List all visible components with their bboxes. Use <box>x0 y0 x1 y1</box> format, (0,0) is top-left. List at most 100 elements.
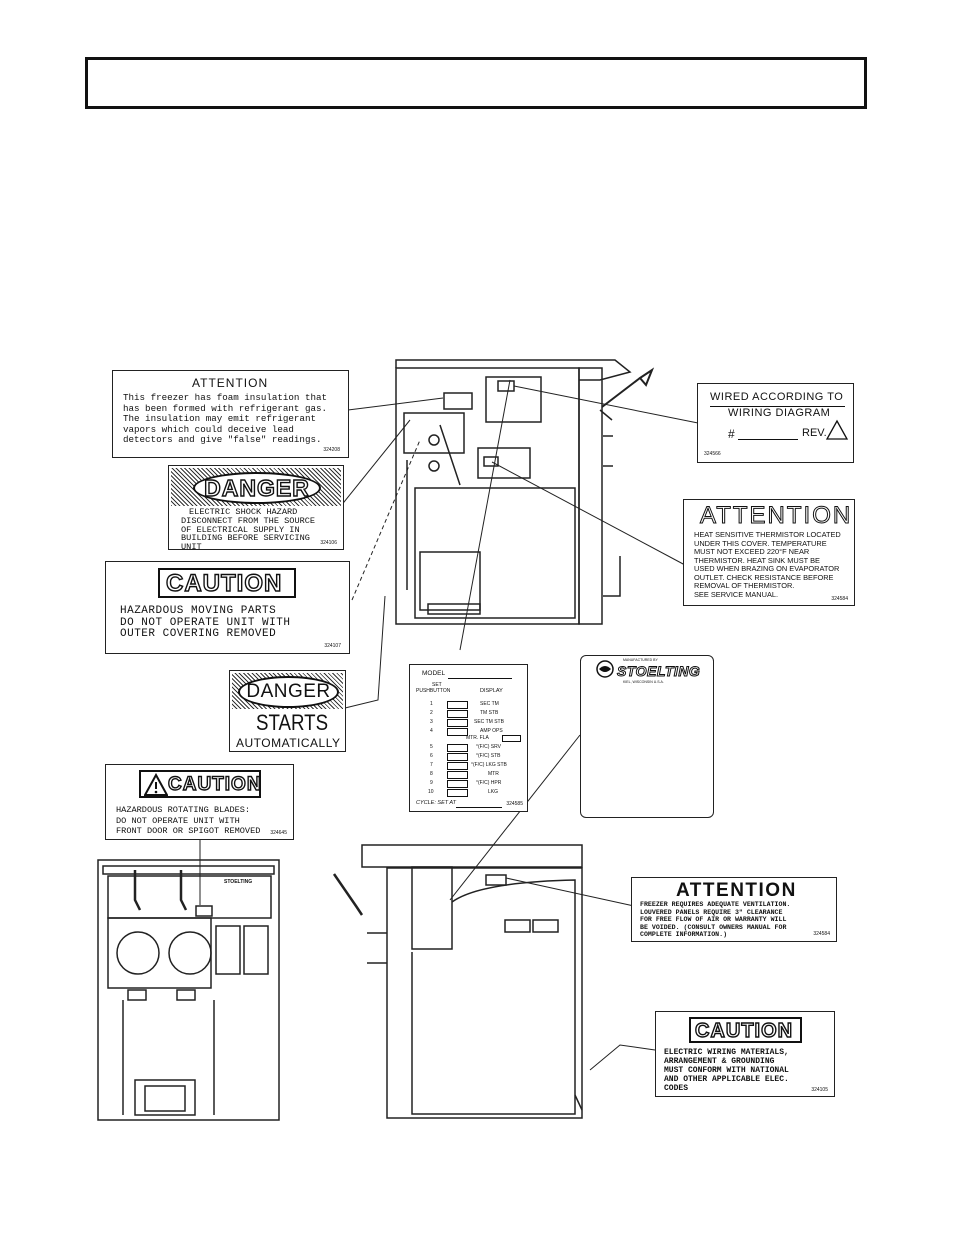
row-display: MTR <box>488 771 499 777</box>
text-line: This freezer has foam insulation that <box>123 392 327 403</box>
text-line: DISCONNECT FROM THE SOURCE <box>181 515 316 526</box>
caution-moving-label: CAUTION HAZARDOUS MOVING PARTS DO NOT OP… <box>105 561 350 654</box>
row-display: °(F/C) HPR <box>476 780 502 786</box>
text-line: UNIT <box>181 542 202 553</box>
rev-label: REV. <box>802 427 827 439</box>
model-label: MODEL <box>422 670 446 677</box>
part-number: 324208 <box>323 447 340 453</box>
settings-row: 1 SEC TM <box>416 701 526 710</box>
row-box <box>447 780 468 788</box>
row-display: °(F/C) SRV <box>476 744 501 750</box>
row-box <box>447 710 468 718</box>
stoelting-logo-icon <box>596 660 614 678</box>
text-line: has been formed with refrigerant gas. <box>123 402 327 414</box>
part-number: 324105 <box>811 1087 828 1093</box>
caution-wiring-text: ELECTRIC WIRING MATERIALS, ARRANGEMENT &… <box>664 1048 789 1093</box>
front-machine-brand: STOELTING <box>224 879 253 885</box>
attention-vent-text: FREEZER REQUIRES ADEQUATE VENTILATION. L… <box>640 901 790 939</box>
display-header: DISPLAY <box>480 688 503 694</box>
row-box <box>447 701 468 709</box>
row-number: 4 <box>430 728 433 734</box>
side-machine-body <box>386 867 583 1119</box>
attention-thermistor-label: ATTENTION HEAT SENSITIVE THERMISTOR LOCA… <box>683 499 855 606</box>
text-line: ELECTRIC SHOCK HAZARD <box>189 507 298 517</box>
danger-banner: DANGER <box>171 468 341 506</box>
attention-foam-label: ATTENTION This freezer has foam insulati… <box>112 370 349 458</box>
row-box <box>502 735 521 742</box>
stoelting-brand: STOELTING <box>616 663 701 679</box>
caution-blades-text: HAZARDOUS ROTATING BLADES: DO NOT OPERAT… <box>116 805 260 837</box>
text-line: HAZARDOUS MOVING PARTS <box>120 605 277 617</box>
divider <box>710 406 845 407</box>
pushbutton-header: PUSHBUTTON <box>416 688 451 694</box>
text-line: ELECTRIC WIRING MATERIALS, <box>664 1048 789 1057</box>
row-box <box>447 762 468 770</box>
danger-oval: DANGER <box>238 676 339 708</box>
text-line: HAZARDOUS ROTATING BLADES: <box>116 805 251 815</box>
danger-title: DANGER <box>203 474 310 501</box>
row-number: 7 <box>430 762 433 768</box>
caution-banner: CAUTION <box>139 770 261 798</box>
text-line: FRONT DOOR OR SPIGOT REMOVED <box>116 826 261 836</box>
part-number: 324585 <box>506 801 523 807</box>
page-title-box <box>85 57 867 109</box>
revision-triangle-icon <box>825 419 849 440</box>
danger-shock-text: ELECTRIC SHOCK HAZARD DISCONNECT FROM TH… <box>181 508 315 552</box>
settings-row: 4 AMP OPS <box>416 728 526 736</box>
row-number: 6 <box>430 753 433 759</box>
row-number: 1 <box>430 701 433 707</box>
caution-title: CAUTION <box>167 774 262 795</box>
caution-title: CAUTION <box>165 570 283 597</box>
wiring-number-blank <box>738 439 798 440</box>
warning-triangle-icon <box>144 773 168 796</box>
attention-foam-title: ATTENTION <box>192 376 269 390</box>
row-box <box>447 744 468 752</box>
row-display: TM STB <box>480 710 499 716</box>
settings-row: 6 °(F/C) STB <box>416 753 526 762</box>
model-blank <box>448 678 512 679</box>
row-number: 9 <box>430 780 433 786</box>
text-line: MUST CONFORM WITH NATIONAL <box>664 1066 789 1075</box>
caution-wiring-label: CAUTION ELECTRIC WIRING MATERIALS, ARRAN… <box>655 1011 835 1097</box>
danger-shock-label: DANGER ELECTRIC SHOCK HAZARD DISCONNECT … <box>168 465 344 552</box>
text-line: COMPLETE INFORMATION.) <box>640 931 728 939</box>
text-line: MUST NOT EXCEED 220°F NEAR <box>694 547 810 556</box>
caution-banner: CAUTION <box>158 568 296 598</box>
row-box <box>447 728 468 736</box>
row-number: 8 <box>430 771 433 777</box>
cycle-blank <box>456 807 502 808</box>
attention-vent-label: ATTENTION FREEZER REQUIRES ADEQUATE VENT… <box>631 877 837 942</box>
row-number: 10 <box>428 789 434 795</box>
text-line: FREEZER REQUIRES ADEQUATE VENTILATION. <box>640 901 791 908</box>
row-display: °(F/C) LKG STB <box>471 762 507 768</box>
text-line: HEAT SENSITIVE THERMISTOR LOCATED <box>694 530 841 539</box>
row-display: AMP OPS <box>480 728 503 734</box>
part-number: 324584 <box>831 596 848 602</box>
text-line: BUILDING BEFORE SERVICING <box>181 533 310 544</box>
text-line: SEE SERVICE MANUAL. <box>694 589 779 599</box>
attention-title: ATTENTION <box>676 880 797 901</box>
settings-row: MTR. FLA <box>416 735 526 744</box>
row-display: °(F/C) STB <box>476 753 501 759</box>
text-line: AND OTHER APPLICABLE ELEC. <box>664 1075 789 1084</box>
text-line: OUTLET. CHECK RESISTANCE BEFORE <box>694 572 834 582</box>
caution-title: CAUTION <box>694 1020 794 1042</box>
part-number: 324584 <box>813 931 830 937</box>
stoelting-plate: MANUFACTURED BY STOELTING KIEL, WISCONSI… <box>580 655 714 818</box>
top-machine-body <box>395 367 580 625</box>
starts-text: STARTS <box>256 710 329 735</box>
front-machine-body <box>97 859 280 1121</box>
stoelting-address: KIEL, WISCONSIN U.S.A. <box>623 680 664 684</box>
row-display: SEC TM <box>480 701 499 707</box>
settings-row: 8 MTR <box>416 771 526 780</box>
row-box <box>447 789 468 797</box>
wiring-number-label: # <box>728 427 735 441</box>
text-line: DO NOT OPERATE UNIT WITH <box>116 815 240 826</box>
settings-row: 9 °(F/C) HPR <box>416 780 526 789</box>
text-line: LOUVERED PANELS REQUIRE 3" CLEARANCE <box>640 908 783 916</box>
text-line: OUTER COVERING REMOVED <box>120 628 277 640</box>
text-line: OF ELECTRICAL SUPPLY IN <box>181 524 300 535</box>
text-line: CODES <box>664 1084 689 1093</box>
